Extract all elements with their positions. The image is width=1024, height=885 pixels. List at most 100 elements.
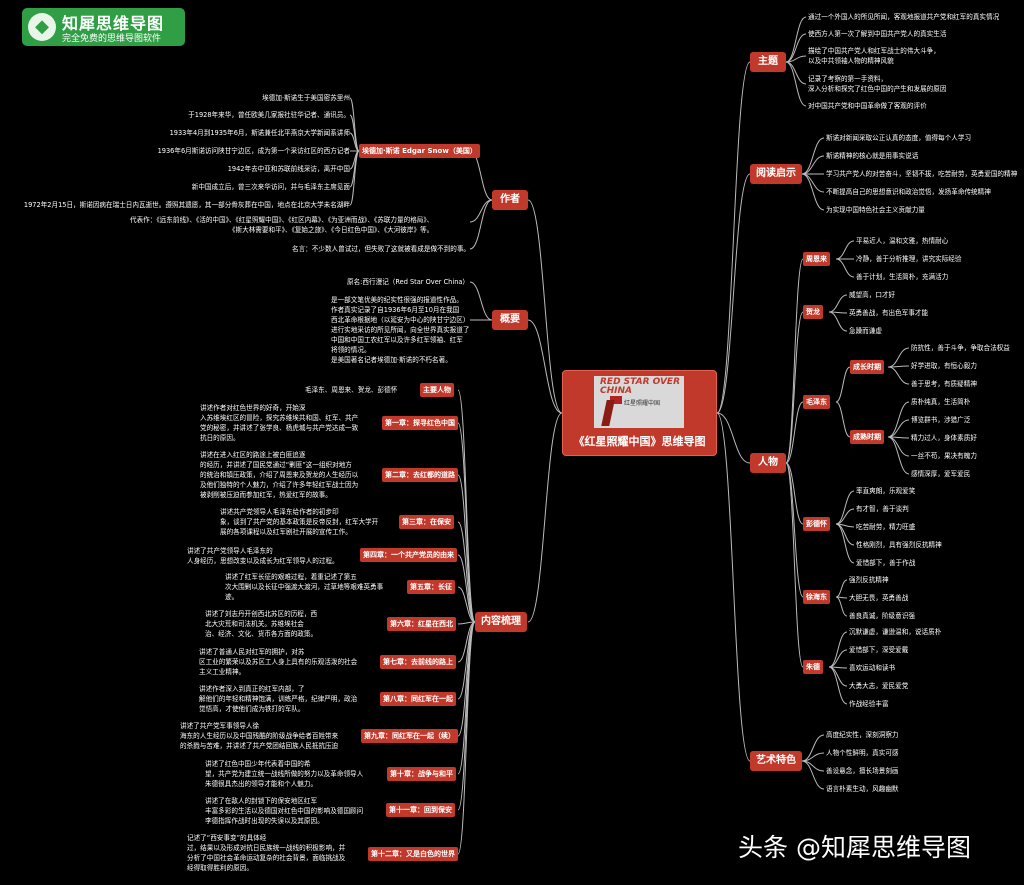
chapter-label[interactable]: 第九章：同红军在一起（续） [361, 729, 458, 743]
connector-line [835, 508, 855, 525]
zhu-trait: 爱惜部下，深受爱戴 [849, 646, 909, 654]
chapter-summary: 讲述共产党领导人毛泽东给作者的初步印 象，谈到了共产党的基本政策是反帝反封，红军… [220, 508, 379, 536]
peng-trait: 性格刚烈，具有强烈反抗精神 [856, 541, 942, 549]
chapter-summary: 讲述了普通人民对红军的拥护，对苏 区工业的繁荣以及苏区工人身上具有的乐观活泼的社… [199, 648, 358, 676]
branch-insight[interactable]: 阅读启示 [750, 164, 802, 184]
connector-line [527, 319, 563, 414]
chapter-label[interactable]: 第一章：探寻红色中国 [382, 416, 458, 430]
main-characters-label[interactable]: 主要人物 [420, 383, 454, 397]
brand-name: 知犀思维导图 [62, 14, 165, 33]
chapter-label[interactable]: 第五章：长征 [407, 580, 455, 594]
connector-line [527, 412, 563, 623]
chapter-label[interactable]: 第十二章：又是白色的世界 [368, 847, 458, 861]
chapter-label[interactable]: 第十一章：回到保安 [386, 803, 455, 817]
connector-line [785, 55, 807, 63]
connector-line [716, 412, 751, 464]
connector-line [785, 61, 807, 107]
connector-line [887, 436, 910, 475]
connector-line [801, 155, 825, 175]
person-mao-zedong[interactable]: 毛泽东 [803, 395, 830, 409]
branch-art[interactable]: 艺术特色 [750, 751, 802, 771]
connector-line [785, 16, 807, 63]
central-topic-title: 《红星照耀中国》思维导图 [573, 435, 706, 448]
chapter-label[interactable]: 第四章：一个共产党员的由来 [360, 548, 457, 562]
chapter-label[interactable]: 第三章：在保安 [399, 515, 454, 529]
connector-line [785, 33, 807, 63]
chapter-summary: 讲述了红色中国少年代表着中国的希 望，共产党为建立统一战线所做的努力以及革命领导… [205, 760, 364, 788]
chapter-label[interactable]: 第六章：红星在西北 [387, 617, 456, 631]
connector-line [469, 150, 493, 201]
watermark: 头条 @知犀思维导图 [738, 833, 971, 862]
book-cover-image: RED STAR OVER CHINA 红星照耀中国 [594, 376, 684, 428]
connector-line [801, 173, 825, 211]
connector-line [887, 436, 910, 457]
mao-mature-trait: 感情深厚，爱军爱民 [911, 470, 971, 478]
branch-author[interactable]: 作者 [492, 190, 528, 210]
connector-line [801, 173, 825, 193]
zhou-trait: 冷静，善于分析推理，讲究实际经验 [856, 255, 962, 263]
chapter-summary: 讲述了在敌人的封锁下的保安地区红军 丰富多彩的生活以及德国对红色中国的影响及德国… [205, 797, 364, 825]
connector-line [828, 631, 848, 668]
author-name[interactable]: 埃德加·斯诺 Edgar Snow（美国） [359, 144, 480, 158]
cover-subtitle: 红星照耀中国 [624, 400, 661, 407]
connector-line [835, 401, 851, 438]
rhino-logo-icon: ◆ [28, 13, 56, 41]
connector-line [785, 61, 807, 85]
mao-mature-period[interactable]: 成熟时期 [850, 430, 884, 444]
zhu-trait: 作战经验丰富 [849, 700, 889, 708]
chapter-label[interactable]: 第八章：同红军在一起 [380, 692, 456, 706]
theme-item: 通过一个外国人的所见所闻，客观地报道共产党和红军的真实情况 [808, 13, 1000, 21]
art-item: 高度纪实性，深刻洞察力 [826, 731, 899, 739]
author-fact: 埃德加·斯诺生于美国密苏里州 [262, 94, 350, 102]
mao-growth-trait: 好学进取，有恒心毅力 [911, 362, 977, 370]
insight-item: 为实现中国特色社会主义贡献力量 [826, 206, 925, 214]
author-fact: 新中国成立后，曾三次来华访问，并与毛泽东主席见面 [191, 183, 350, 191]
person-xu-haidong[interactable]: 徐海东 [803, 590, 830, 604]
peng-trait: 吃苦耐劳，精力旺盛 [856, 523, 916, 531]
connector-line [887, 419, 910, 438]
branch-content[interactable]: 内容梳理 [475, 612, 527, 632]
connector-line [835, 523, 855, 564]
connector-line [887, 366, 910, 385]
theme-item: 使西方人第一次了解到中国共产党人的真实生活 [808, 30, 947, 38]
connector-line [349, 132, 360, 152]
chapter-summary: 讲述作者深入到真正的红军内部，了 解他们的年轻和精神饱满，训练严格，纪律严明，政… [199, 685, 358, 713]
zhu-trait: 喜欢运动和读书 [849, 664, 896, 672]
connector-line [716, 412, 751, 762]
author-quote: 名言：不少数人曾试过，但失败了这就被看成是做不到的事。 [292, 245, 471, 253]
chapter-label[interactable]: 第七章：去前线的路上 [380, 655, 456, 669]
mao-mature-trait: 质朴纯真，生活简朴 [911, 398, 971, 406]
chapter-summary: 记述了“西安事变”的具体经 过，结果以及形成对抗日民族统一战线的积极影响，并 分… [187, 834, 346, 872]
connector-line [801, 760, 825, 790]
insight-item: 斯诺精神的核心就是用事实说话 [826, 152, 919, 160]
chapter-label[interactable]: 第十章：战争与和平 [387, 767, 456, 781]
connector-line [469, 281, 493, 321]
connector-line [835, 366, 851, 403]
theme-item: 描绘了中国共产党人和红军战士的伟大斗争， 以及中共领袖人物的精神风貌 [808, 47, 940, 65]
connector-line [349, 150, 360, 206]
zhou-trait: 平易近人，温和文雅，热情耐心 [856, 237, 949, 245]
person-zhu-de[interactable]: 朱德 [803, 660, 823, 674]
mao-growth-period[interactable]: 成长时期 [850, 360, 884, 374]
connector-line [527, 199, 563, 414]
he-trait: 威望高，口才好 [849, 291, 896, 299]
connector-line [716, 61, 751, 414]
connector-line [828, 666, 848, 687]
branch-overview[interactable]: 概要 [492, 310, 528, 330]
connector-line [469, 199, 493, 250]
cover-flag [610, 396, 622, 404]
peng-trait: 率直爽朗，乐观爱笑 [856, 487, 916, 495]
connector-line [469, 199, 493, 223]
chapter-label[interactable]: 第二章：去红都的道路 [382, 468, 458, 482]
app-logo: ◆ 知犀思维导图 完全免费的思维导图软件 [22, 8, 185, 46]
mao-growth-trait: 善于思考，有质疑精神 [911, 380, 977, 388]
branch-theme[interactable]: 主题 [750, 52, 786, 72]
art-item: 人物个性鲜明，真实可感 [826, 749, 899, 757]
person-he-long[interactable]: 贺龙 [803, 305, 823, 319]
person-peng-dehuai[interactable]: 彭德怀 [803, 517, 830, 531]
brand-slogan: 完全免费的思维导图软件 [62, 34, 162, 44]
chapter-summary: 讲述了共产党领导人毛泽东的 人身经历，思想改变以及成长为红军领导人的过程。 [187, 547, 339, 565]
central-topic[interactable]: RED STAR OVER CHINA 红星照耀中国 《红星照耀中国》思维导图 [562, 370, 717, 456]
person-zhou-enlai[interactable]: 周恩来 [803, 252, 830, 266]
branch-people[interactable]: 人物 [750, 453, 786, 473]
